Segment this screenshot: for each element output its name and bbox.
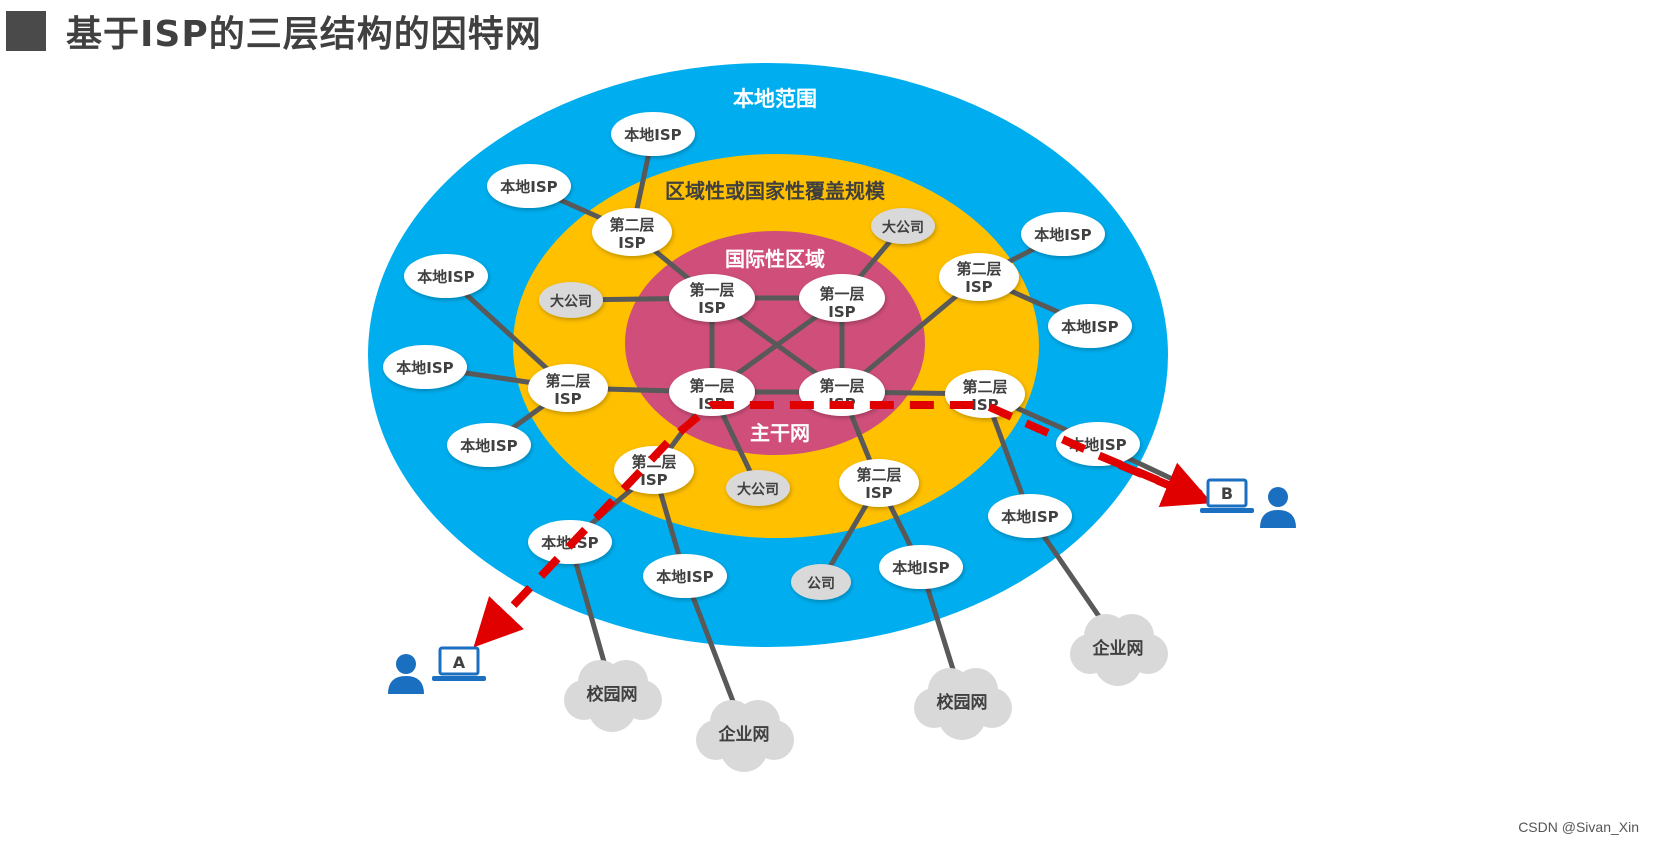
page-title: 基于ISP的三层结构的因特网 [66, 14, 542, 55]
host-b-label: B [1221, 484, 1233, 503]
svg-text:大公司: 大公司 [737, 481, 779, 498]
local-isp-node: 本地ISP [988, 494, 1072, 538]
local-isp-node: 本地ISP [611, 112, 695, 156]
svg-text:第一层: 第一层 [689, 281, 734, 299]
svg-text:第一层: 第一层 [689, 377, 734, 395]
local-isp-node: 本地ISP [1021, 212, 1105, 256]
big-company-node: 大公司 [726, 470, 790, 506]
host-b: B [1200, 478, 1296, 528]
regional-zone-label: 区域性或国家性覆盖规模 [665, 179, 886, 203]
local-zone-label: 本地范围 [733, 87, 817, 111]
svg-text:本地ISP: 本地ISP [1061, 318, 1118, 336]
svg-text:大公司: 大公司 [882, 219, 924, 236]
tier2-isp-node: 第二层 ISP [592, 208, 672, 256]
host-a-label: A [453, 653, 466, 672]
user-icon [1260, 487, 1296, 528]
host-a: A [388, 646, 486, 694]
header-square-icon [6, 11, 46, 51]
tier2-isp-node: 第二层 ISP [839, 459, 919, 507]
svg-text:本地ISP: 本地ISP [624, 126, 681, 144]
svg-text:ISP: ISP [618, 234, 645, 252]
svg-text:本地ISP: 本地ISP [396, 359, 453, 377]
local-isp-node: 本地ISP [643, 554, 727, 598]
svg-text:本地ISP: 本地ISP [500, 178, 557, 196]
communication-path-arrow [1118, 461, 1213, 507]
tier1-isp-node: 第一层 ISP [669, 274, 755, 322]
svg-text:第二层: 第二层 [856, 466, 901, 484]
laptop-icon [432, 646, 486, 681]
local-isp-node: 本地ISP [487, 164, 571, 208]
user-icon [388, 654, 424, 694]
svg-text:本地ISP: 本地ISP [1034, 226, 1091, 244]
svg-text:本地ISP: 本地ISP [1001, 508, 1058, 526]
local-isp-node: 本地ISP [447, 423, 531, 467]
laptop-icon [1200, 478, 1254, 513]
page-header: 基于ISP的三层结构的因特网 [6, 8, 542, 55]
big-company-node: 大公司 [871, 208, 935, 244]
campus-network-cloud: 校园网 [564, 660, 662, 732]
svg-text:公司: 公司 [807, 576, 835, 592]
svg-text:企业网: 企业网 [718, 724, 770, 745]
tier2-isp-node: 第二层 ISP [945, 370, 1025, 418]
svg-text:ISP: ISP [698, 299, 725, 317]
svg-text:ISP: ISP [828, 303, 855, 321]
tier2-isp-node: 第二层 ISP [939, 253, 1019, 301]
footer-credit: CSDN @Sivan_Xin [1518, 819, 1639, 835]
communication-path [473, 401, 1197, 648]
svg-text:ISP: ISP [640, 471, 667, 489]
enterprise-network-cloud: 企业网 [696, 700, 794, 772]
local-isp-node: 本地ISP [879, 545, 963, 589]
svg-text:校园网: 校园网 [587, 684, 638, 705]
svg-text:第一层: 第一层 [819, 285, 864, 303]
local-isp-node: 本地ISP [404, 254, 488, 298]
svg-text:本地ISP: 本地ISP [417, 268, 474, 286]
svg-text:ISP: ISP [554, 390, 581, 408]
campus-network-cloud: 校园网 [914, 668, 1012, 740]
svg-text:ISP: ISP [965, 278, 992, 296]
international-zone-label: 国际性区域 [725, 247, 825, 271]
svg-text:企业网: 企业网 [1092, 638, 1144, 659]
svg-text:本地ISP: 本地ISP [656, 568, 713, 586]
enterprise-network-cloud: 企业网 [1070, 614, 1168, 686]
tier1-isp-node: 第一层 ISP [799, 368, 885, 416]
backbone-label: 主干网 [750, 421, 810, 445]
svg-text:第二层: 第二层 [956, 260, 1001, 278]
big-company-node: 大公司 [539, 282, 603, 318]
company-node: 公司 [791, 564, 851, 600]
svg-text:ISP: ISP [865, 484, 892, 502]
svg-text:本地ISP: 本地ISP [892, 559, 949, 577]
local-isp-node: 本地ISP [383, 345, 467, 389]
tier1-isp-node: 第一层 ISP [799, 274, 885, 322]
svg-text:大公司: 大公司 [550, 293, 592, 310]
svg-text:第二层: 第二层 [609, 216, 654, 234]
svg-text:本地ISP: 本地ISP [460, 437, 517, 455]
local-isp-node: 本地ISP [1048, 304, 1132, 348]
svg-text:第二层: 第二层 [545, 372, 590, 390]
tier2-isp-node: 第二层 ISP [528, 364, 608, 412]
svg-text:第二层: 第二层 [962, 378, 1007, 396]
svg-text:第一层: 第一层 [819, 377, 864, 395]
svg-text:校园网: 校园网 [937, 692, 988, 713]
